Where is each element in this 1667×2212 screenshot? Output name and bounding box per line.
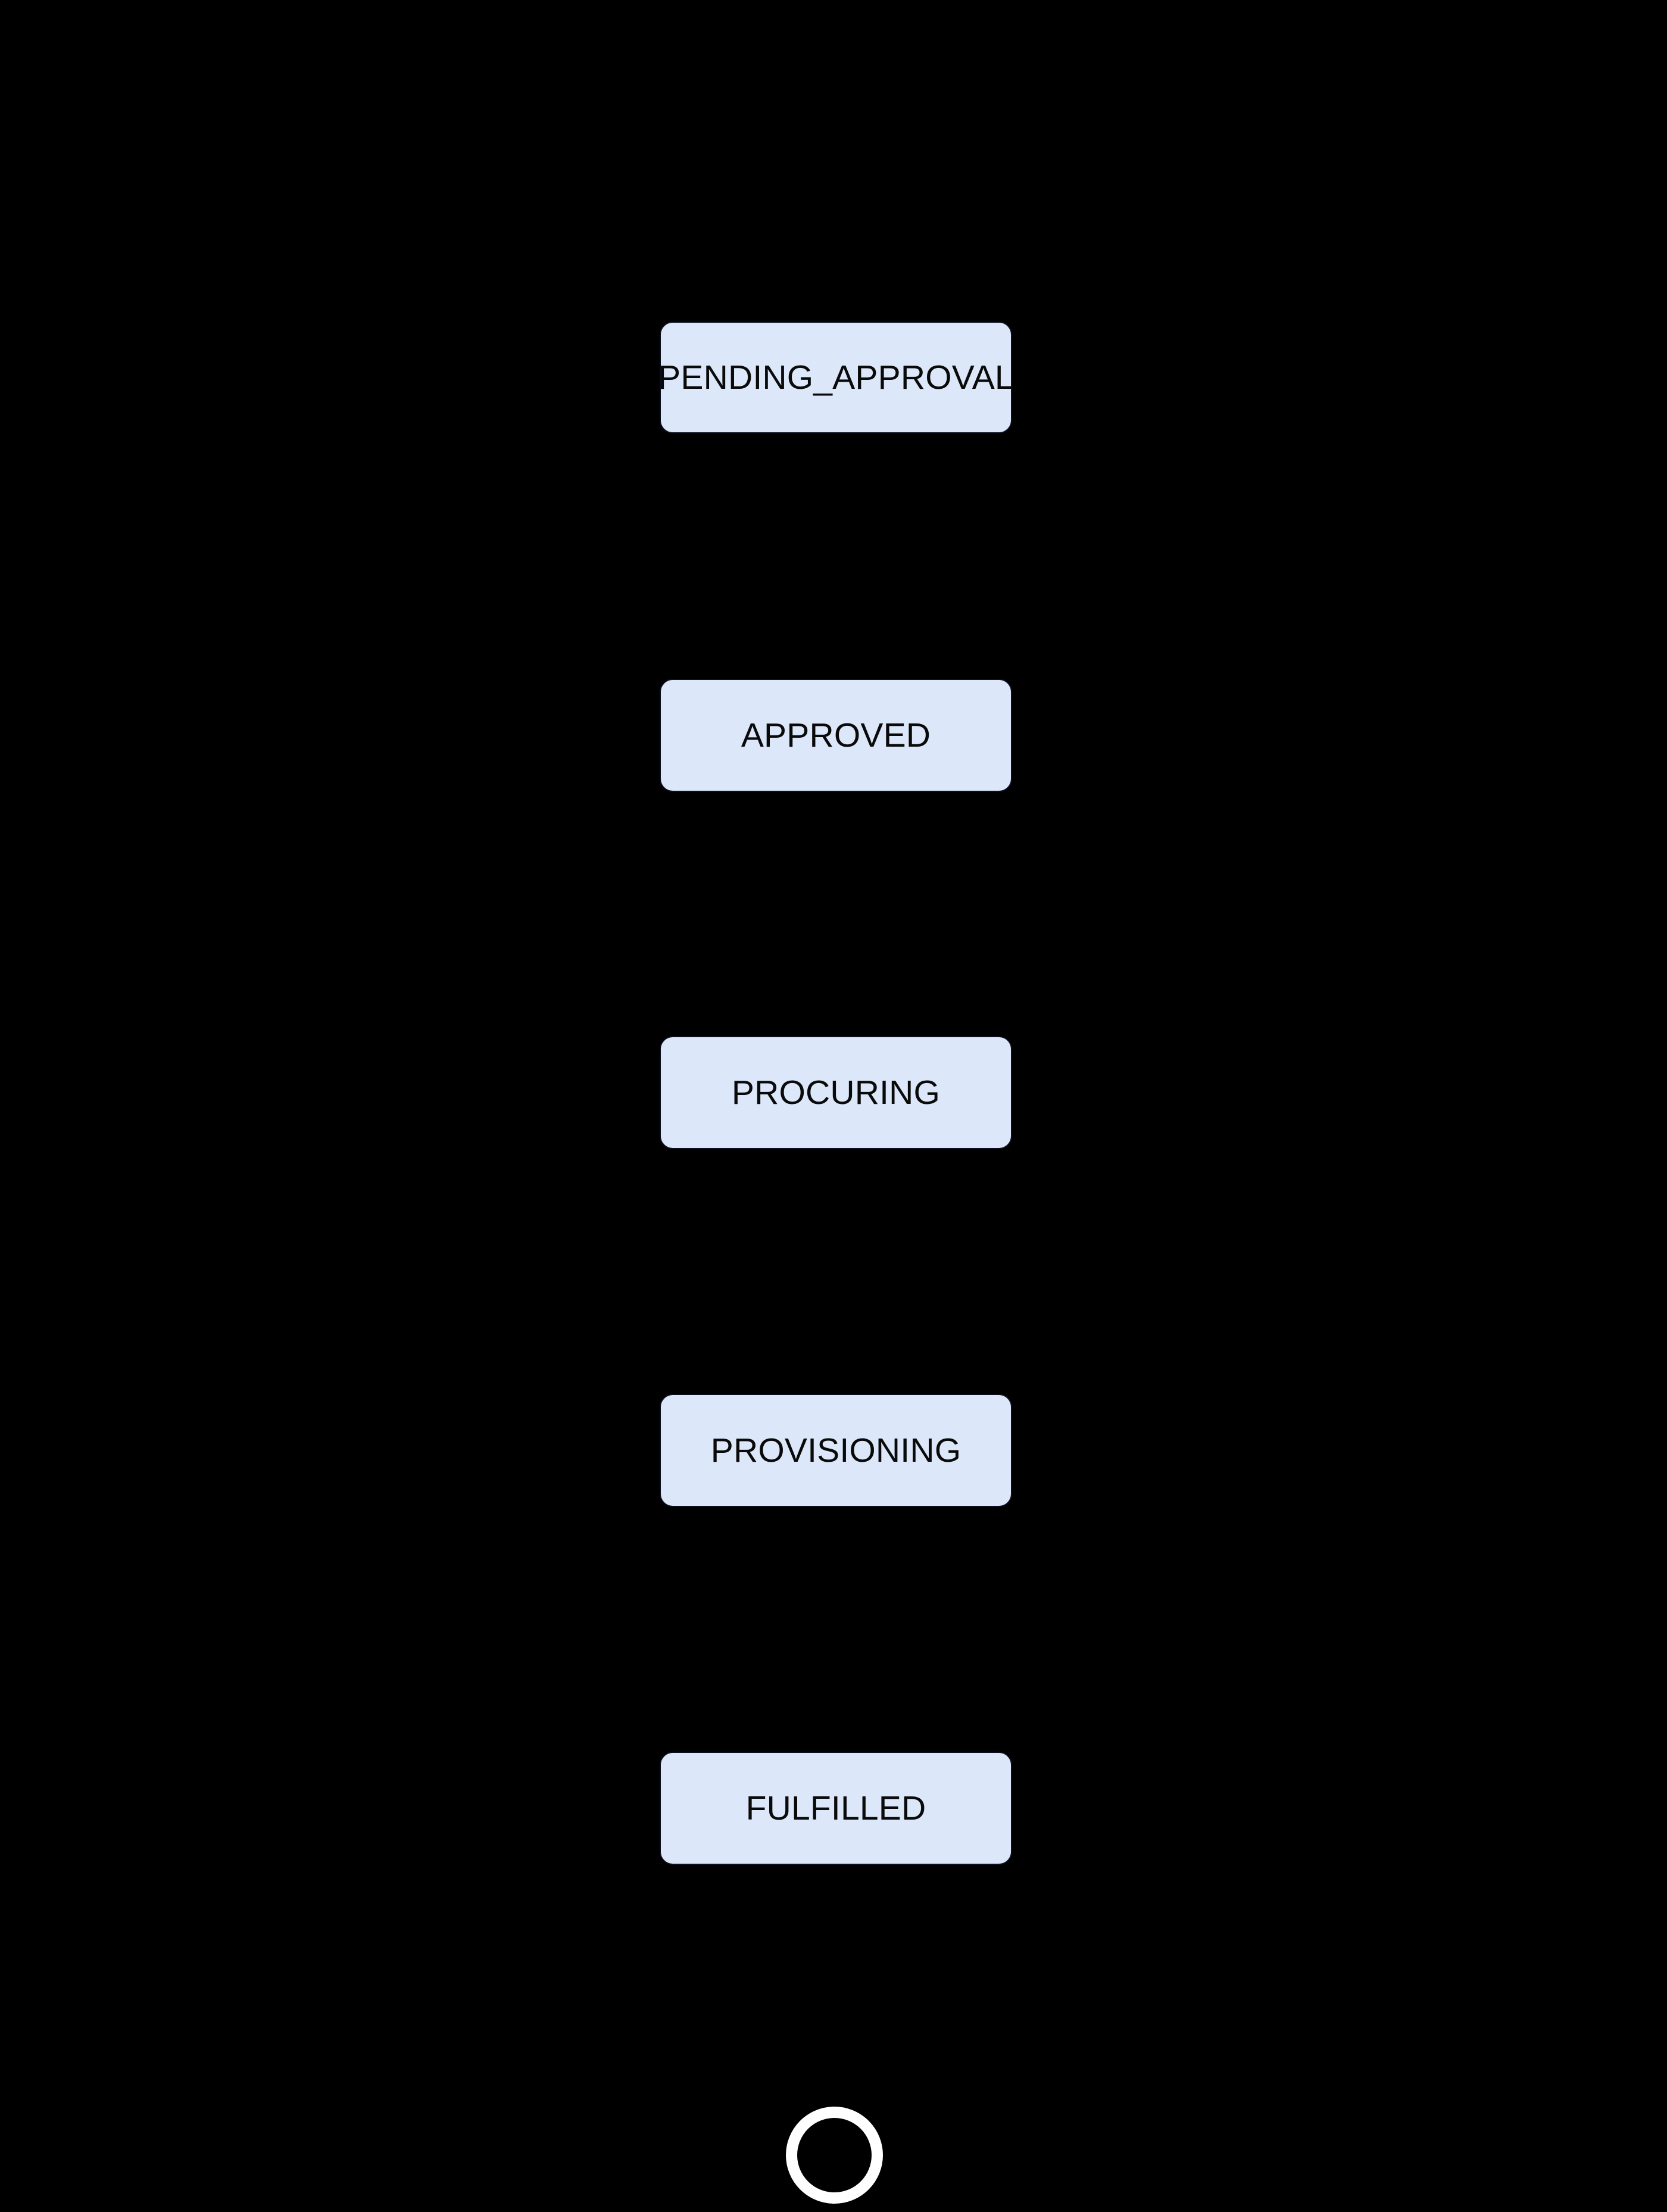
state-node-fulfilled[interactable]: FULFILLED: [660, 1752, 1012, 1865]
state-label-fulfilled: FULFILLED: [745, 1789, 926, 1827]
state-label-pending-approval: PENDING_APPROVAL: [658, 358, 1014, 397]
state-label-provisioning: PROVISIONING: [710, 1431, 962, 1470]
state-label-approved: APPROVED: [741, 716, 931, 754]
state-label-procuring: PROCURING: [731, 1073, 941, 1112]
state-node-pending-approval[interactable]: PENDING_APPROVAL: [658, 322, 1014, 433]
state-node-procuring[interactable]: PROCURING: [660, 1036, 1012, 1149]
end-state-marker-icon[interactable]: [786, 2107, 883, 2204]
state-node-approved[interactable]: APPROVED: [660, 679, 1012, 792]
state-node-provisioning[interactable]: PROVISIONING: [660, 1394, 1012, 1507]
